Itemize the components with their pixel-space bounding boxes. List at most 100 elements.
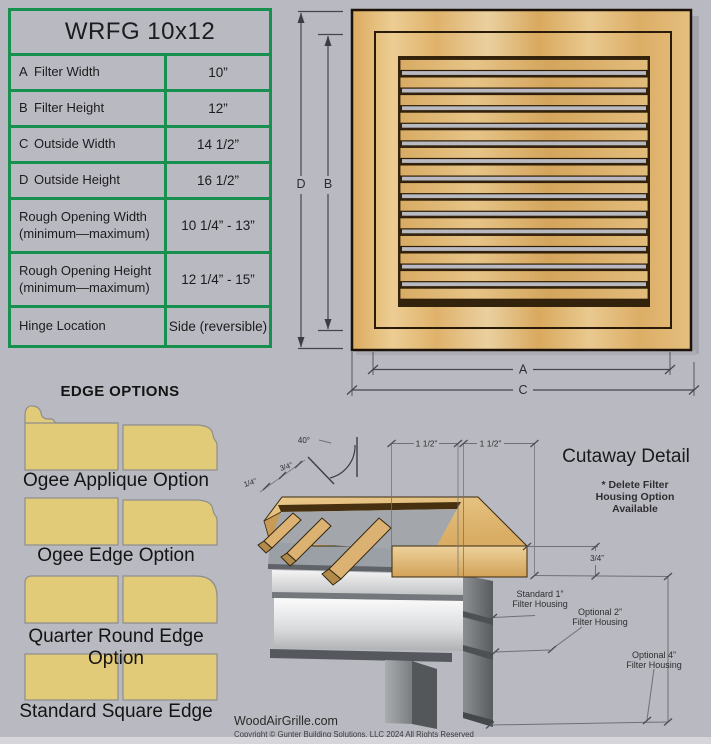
grille-louver-panel — [398, 56, 650, 307]
row-letter: C — [19, 136, 29, 152]
edge-options-heading: EDGE OPTIONS — [60, 383, 180, 400]
row-value: 16 1/2” — [164, 161, 272, 200]
table-row: A Filter Width 10” — [8, 53, 272, 92]
grille-slat — [399, 76, 649, 89]
grille-dimension-arrows — [297, 12, 332, 348]
row-sublabel: (minimum—maximum) — [19, 225, 150, 241]
grille-dimension-labels: D B A C — [296, 177, 527, 397]
page-title: WRFG 10x12 — [8, 8, 272, 56]
edge-shape-square-left — [24, 653, 119, 701]
row-label: Filter Width — [34, 64, 100, 80]
dim-label-c: C — [518, 383, 527, 397]
cutaway-wood-board — [257, 496, 529, 586]
row-value: 10 1/4” - 13” — [164, 197, 272, 254]
grille-slat-gap — [402, 211, 646, 216]
housing-label-optional-4: Optional 4” — [632, 650, 676, 660]
dim-slat-thickness: 3/4” — [279, 460, 295, 473]
grille-slats — [399, 59, 649, 300]
table-row: C Outside Width 14 1/2” — [8, 125, 272, 164]
row-letter: D — [19, 172, 29, 188]
grille-slat — [399, 182, 649, 194]
dim-label-b: B — [324, 177, 332, 191]
edge-shape-quarter-round-left — [24, 575, 119, 624]
grille-shadow-right — [691, 16, 699, 354]
edge-shape-quarter-round-right — [122, 575, 218, 624]
dim-slat-gap: 1/4” — [243, 476, 259, 489]
row-sublabel: (minimum—maximum) — [19, 279, 150, 295]
dim-board-thickness: 3/4” — [590, 554, 604, 563]
row-value: 10” — [164, 53, 272, 92]
grille-slat — [399, 164, 649, 177]
table-row: Rough Opening Width(minimum—maximum) 10 … — [8, 197, 272, 254]
grille-dimensions — [298, 10, 700, 396]
grille-slat-gap — [402, 106, 646, 111]
row-value: 12” — [164, 89, 272, 128]
grille-slat — [399, 147, 649, 159]
grille-slat — [399, 287, 649, 300]
grille-slat-gap — [402, 141, 646, 146]
grille-shadow-bottom — [356, 350, 696, 355]
edge-option-label: Standard Square Edge — [19, 701, 213, 722]
table-row: Hinge Location Side (reversible) — [8, 305, 272, 348]
row-label: Filter Height — [34, 100, 105, 116]
dim-frame-left: 1 1/2” — [416, 439, 438, 449]
grille-inner-groove — [374, 31, 672, 329]
cutaway-note-line1: * Delete Filter — [601, 479, 668, 491]
row-value: 12 1/4” - 15” — [164, 251, 272, 308]
cutaway-dimension-ticks — [387, 439, 673, 729]
row-label: Outside Width — [34, 136, 116, 152]
grille-slat — [399, 59, 649, 71]
grille-slat-gap — [402, 176, 646, 181]
housing-label-optional-2: Optional 2” — [578, 607, 622, 617]
dim-label-a: A — [519, 363, 528, 377]
row-label: Rough Opening Height — [19, 262, 152, 278]
row-value: Side (reversible) — [164, 305, 272, 348]
grille-slat-gap — [402, 229, 646, 234]
grille-slat-gap — [402, 123, 646, 128]
grille-front-diagram: D B A C — [296, 8, 700, 397]
copyright-text: Copyright © Gunter Building Solutions, L… — [234, 730, 474, 739]
grille-slat-gap — [402, 88, 646, 93]
cutaway-note-line3: Available — [612, 503, 658, 515]
dim-frame-right: 1 1/2” — [480, 439, 502, 449]
cutaway-note-line2: Housing Option — [596, 491, 675, 503]
cutaway-dimension-lines — [259, 437, 669, 726]
grille-slat — [399, 235, 649, 247]
bottom-strip — [0, 737, 711, 744]
grille-slat — [399, 270, 649, 282]
grille-slat-gap — [402, 282, 646, 287]
housing-label-standard-1: Standard 1” — [516, 589, 563, 599]
grille-slat-gap — [402, 264, 646, 269]
edge-options-shapes — [24, 405, 218, 701]
grille-slat — [399, 111, 649, 124]
grille-slat — [399, 199, 649, 212]
dim-angle: 40° — [298, 436, 310, 445]
table-row: Rough Opening Height(minimum—maximum) 12… — [8, 251, 272, 308]
row-letter: A — [19, 64, 28, 80]
cutaway-text: 1 1/2” 1 1/2” 40° 3/4” 1/4” 3/4” Cutaway… — [243, 436, 690, 670]
grille-slat — [399, 94, 649, 106]
grille-slat — [399, 252, 649, 265]
grille-slat-gap — [402, 159, 646, 163]
row-label: Outside Height — [34, 172, 120, 188]
edge-option-label: Quarter Round Edge Option — [28, 626, 204, 669]
edge-shape-ogee-applique-left — [24, 405, 119, 471]
row-value: 14 1/2” — [164, 125, 272, 164]
cutaway-groove — [278, 502, 461, 512]
housing-label-optional-2b: Filter Housing — [572, 617, 628, 627]
table-row: D Outside Height 16 1/2” — [8, 161, 272, 200]
edge-shape-square-right — [122, 653, 218, 701]
edge-shape-ogee-applique-right — [122, 424, 218, 471]
grille-slat-gap — [402, 194, 646, 199]
grille-slat-gap — [402, 247, 646, 251]
table-title-row: WRFG 10x12 — [8, 8, 272, 56]
edge-shape-ogee-right — [122, 499, 218, 546]
cutaway-diagram: 1 1/2” 1 1/2” 40° 3/4” 1/4” 3/4” Cutaway… — [243, 436, 690, 729]
edge-option-label: Ogee Applique Option — [23, 470, 209, 491]
watermark-site: WoodAirGrille.com — [234, 714, 338, 728]
row-label: Hinge Location — [19, 318, 106, 334]
cutaway-louvers — [257, 512, 392, 586]
dim-label-d: D — [296, 177, 305, 191]
